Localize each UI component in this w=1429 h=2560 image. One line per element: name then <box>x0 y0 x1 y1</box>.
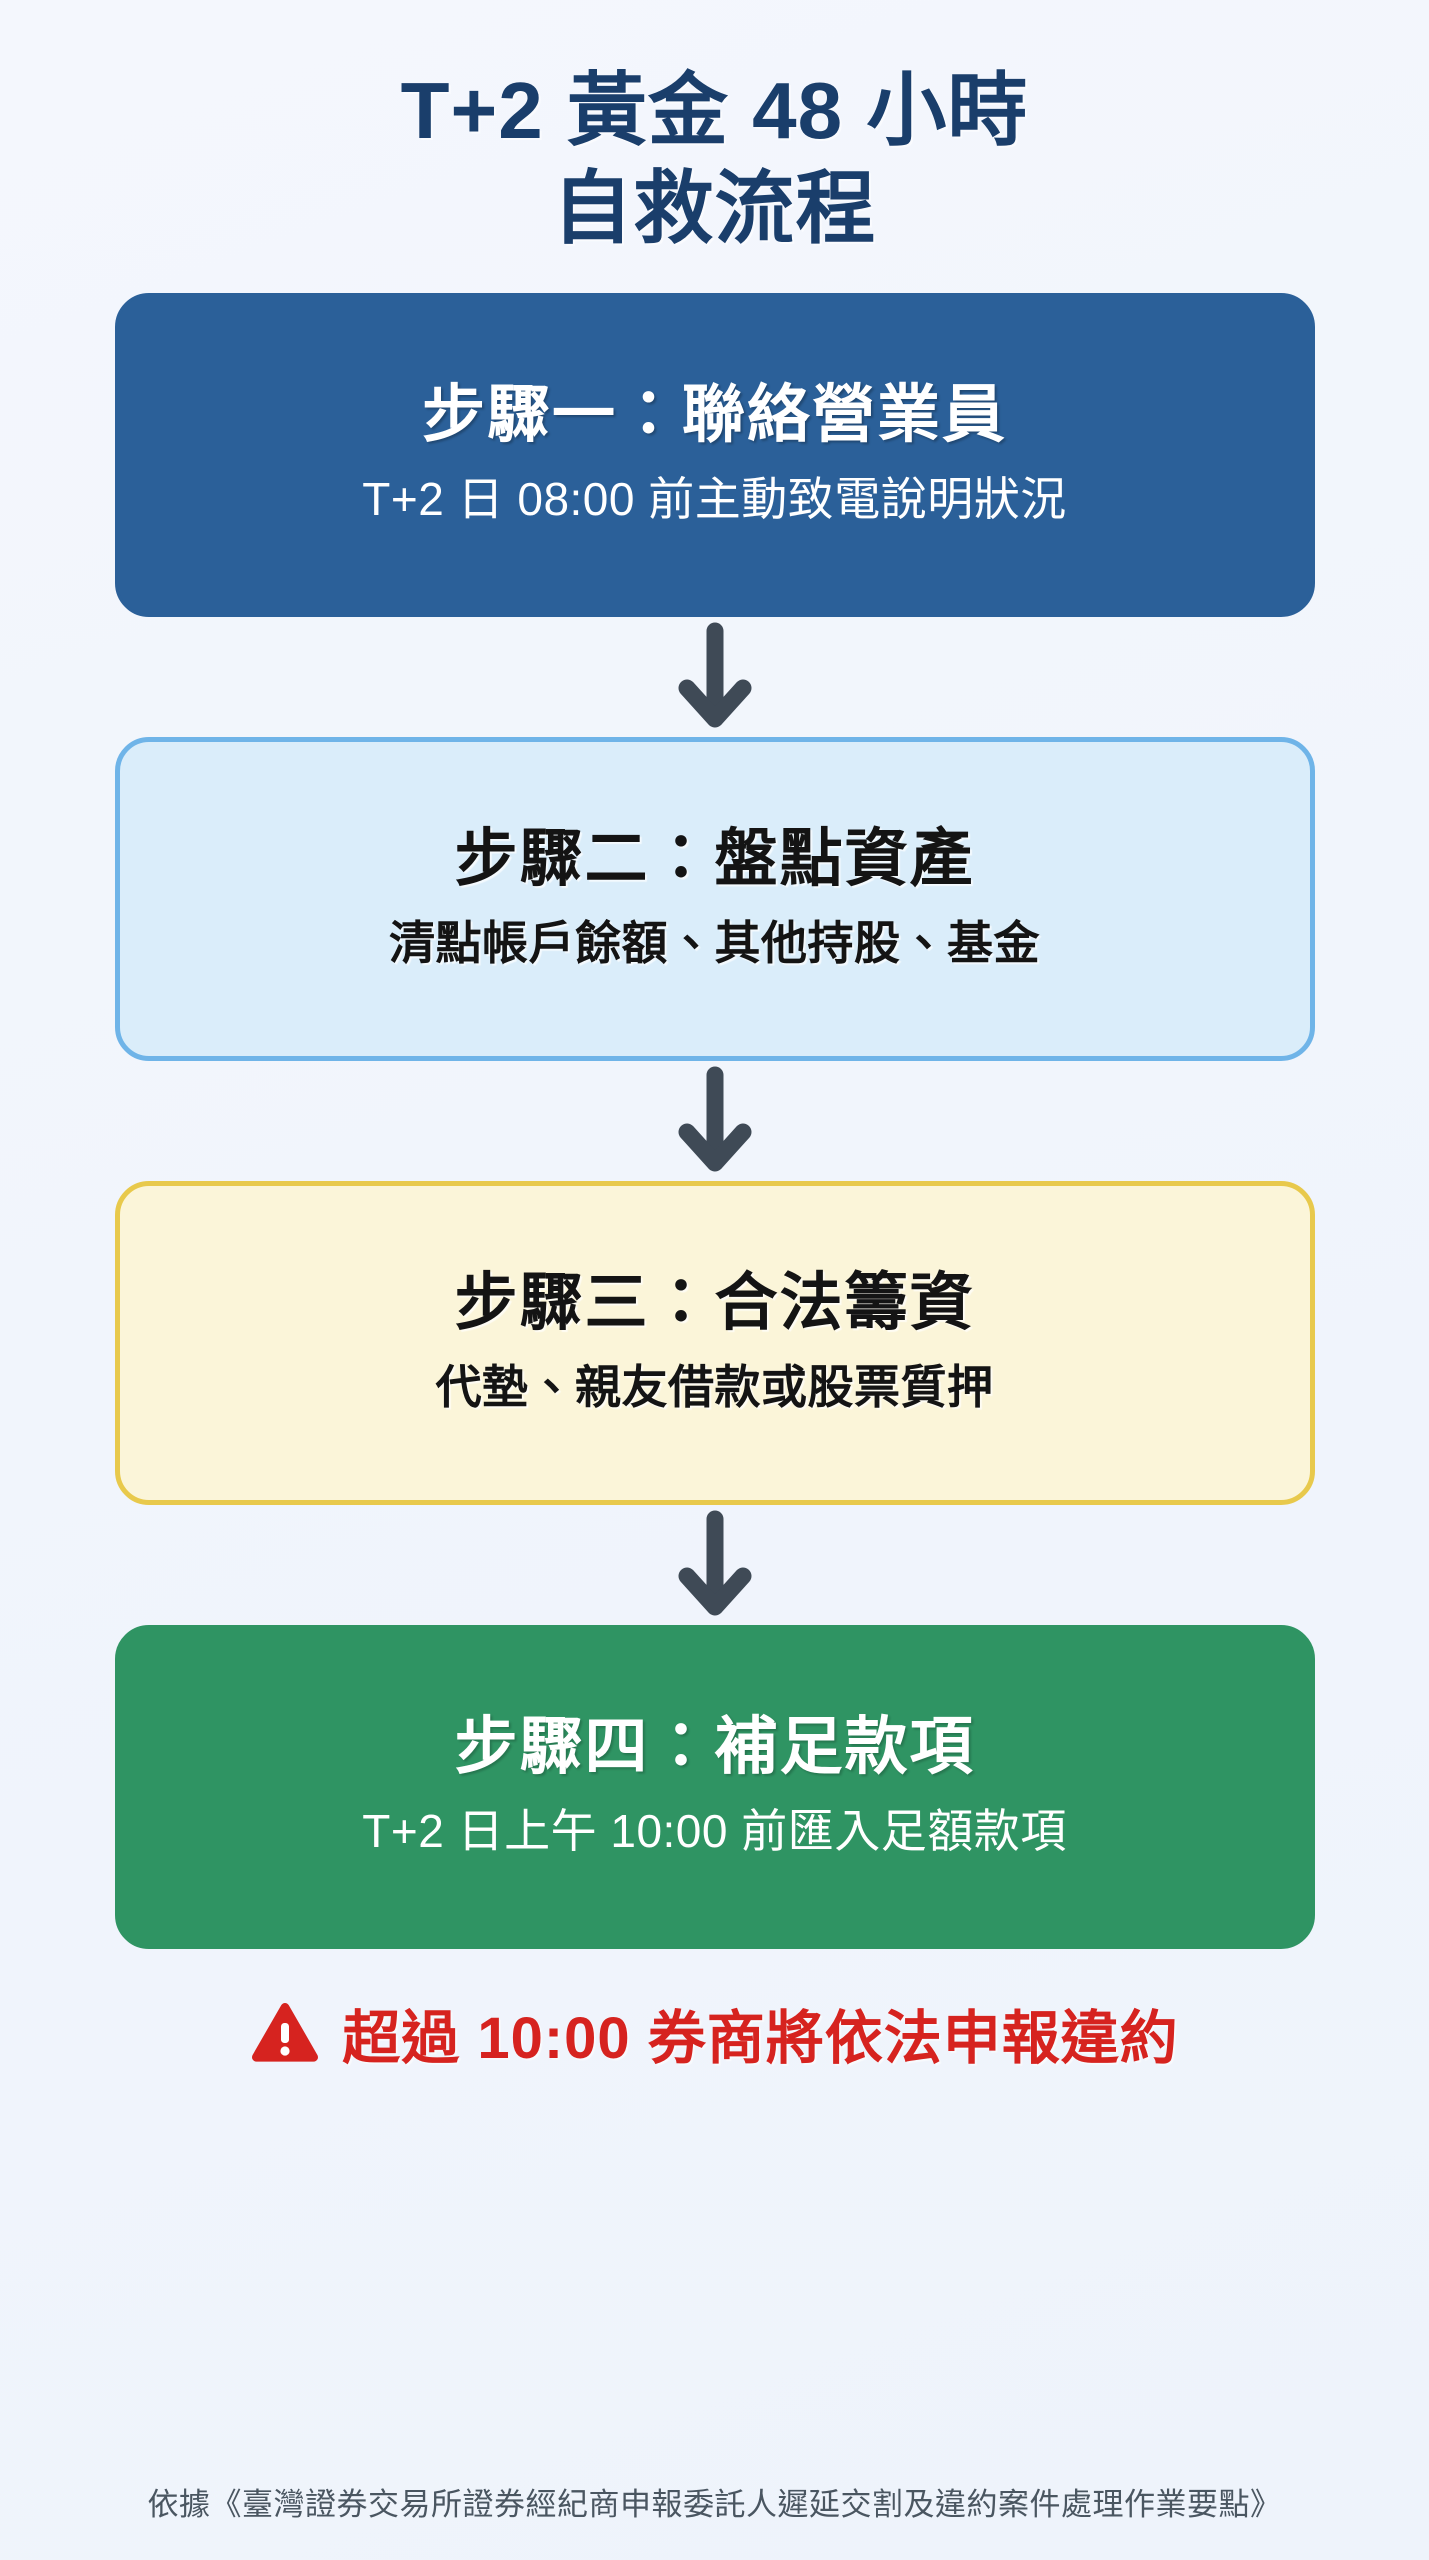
flow-arrow-1-to-2 <box>676 617 754 737</box>
flow-arrow-3-to-4 <box>676 1505 754 1625</box>
arrow-down-icon <box>678 1066 751 1172</box>
arrow-down-icon <box>678 622 751 728</box>
page-title: T+2 黃金 48 小時 自救流程 <box>401 62 1029 257</box>
flow-step-1-description: T+2 日 08:00 前主動致電說明狀況 <box>362 472 1067 525</box>
warning-triangle-icon <box>252 2003 319 2062</box>
flow-step-2-title: 步驟二：盤點資產 <box>454 824 975 895</box>
deadline-warning-text: 超過 10:00 券商將依法申報違約 <box>342 2006 1179 2072</box>
arrow-down-icon <box>678 1510 751 1616</box>
flow-step-4-title: 步驟四：補足款項 <box>454 1712 975 1783</box>
flow-step-4-description: T+2 日上午 10:00 前匯入足額款項 <box>362 1804 1067 1857</box>
flow-step-2-description: 清點帳戶餘額、其他持股、基金 <box>389 916 1040 969</box>
legal-source-footnote: 依據《臺灣證券交易所證券經紀商申報委託人遲延交割及違約案件處理作業要點》 <box>147 2487 1282 2522</box>
flow-step-3-description: 代墊、親友借款或股票質押 <box>435 1360 994 1413</box>
page-title-line-2: 自救流程 <box>552 163 877 253</box>
deadline-warning: 超過 10:00 券商將依法申報違約 <box>250 1991 1179 2075</box>
flow-step-4: 步驟四：補足款項 T+2 日上午 10:00 前匯入足額款項 <box>114 1625 1315 1950</box>
flow-step-3: 步驟三：合法籌資 代墊、親友借款或股票質押 <box>114 1181 1315 1506</box>
flow-step-2: 步驟二：盤點資產 清點帳戶餘額、其他持股、基金 <box>114 737 1315 1062</box>
flow-arrow-2-to-3 <box>676 1061 754 1181</box>
flow-step-3-title: 步驟三：合法籌資 <box>454 1268 975 1339</box>
flow-steps-container: 步驟一：聯絡營業員 T+2 日 08:00 前主動致電說明狀況 步驟二：盤點資產… <box>114 293 1315 1950</box>
flow-step-1: 步驟一：聯絡營業員 T+2 日 08:00 前主動致電說明狀況 <box>114 293 1315 618</box>
flow-step-1-title: 步驟一：聯絡營業員 <box>422 380 1007 451</box>
page-title-line-1: T+2 黃金 48 小時 <box>400 66 1029 155</box>
